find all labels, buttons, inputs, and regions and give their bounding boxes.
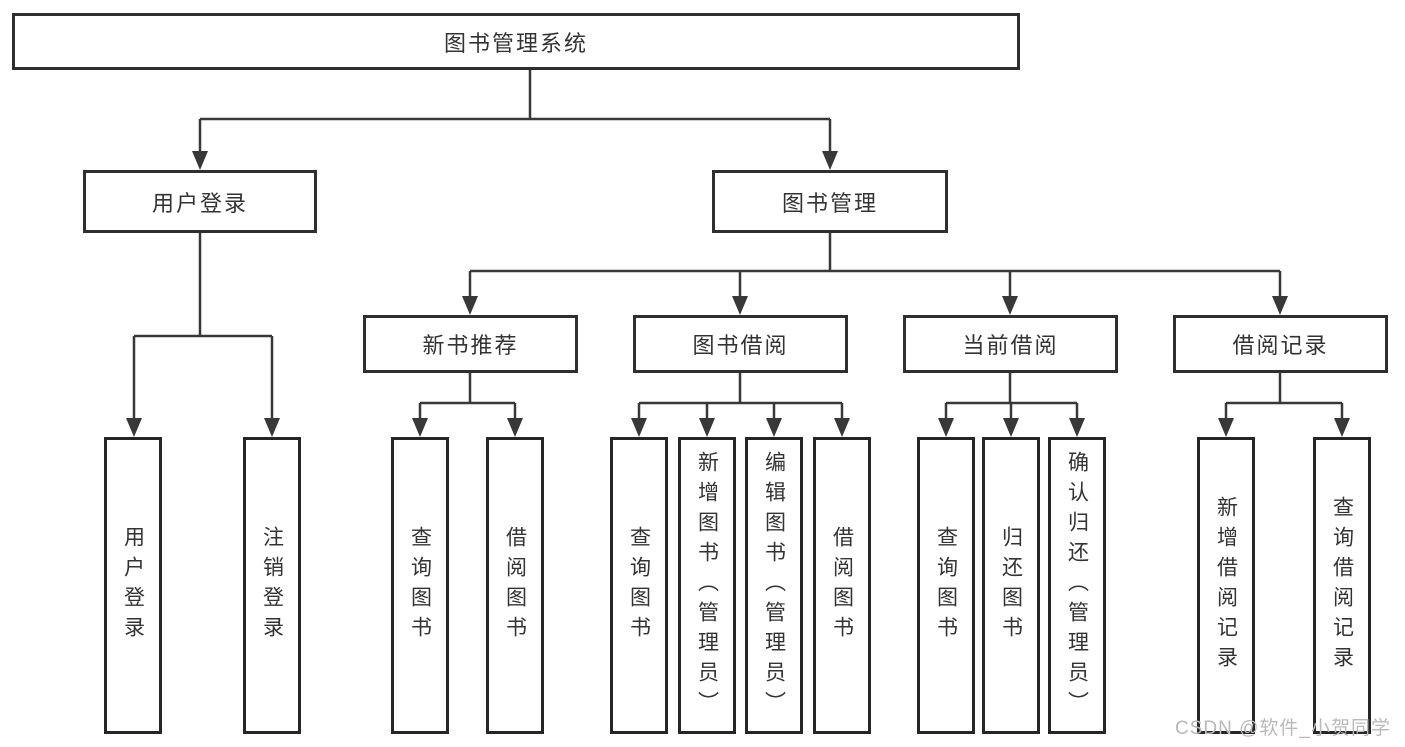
leaf-borrow-books-recommend-label: 借阅图书 (503, 525, 527, 646)
edge-userlogin-to-leaves (132, 233, 274, 421)
leaf-query-books-current: 查询图书 (917, 437, 975, 734)
arrowhead-down (1002, 296, 1018, 315)
leaf-logout-label: 注销登录 (260, 525, 284, 646)
leaf-borrow-books-recommend: 借阅图书 (486, 437, 544, 734)
leaf-query-borrow-record-label: 查询借阅记录 (1330, 495, 1354, 676)
node-current-borrow-label: 当前借阅 (962, 333, 1059, 358)
arrowhead-down (631, 418, 647, 437)
node-book-management: 图书管理 (712, 170, 948, 233)
edge-newbookrec-to-leaves (418, 373, 517, 421)
leaf-add-borrow-record: 新增借阅记录 (1197, 437, 1255, 734)
edge-root-to-level2 (198, 70, 832, 154)
leaf-user-login-label: 用户登录 (121, 525, 145, 646)
arrowhead-down (192, 151, 208, 170)
arrowhead-down (834, 418, 850, 437)
node-user-login-label: 用户登录 (151, 190, 248, 216)
edge-borrowrecords-to-leaves (1224, 373, 1344, 421)
leaf-query-borrow-record: 查询借阅记录 (1313, 437, 1371, 734)
leaf-add-borrow-record-label: 新增借阅记录 (1214, 495, 1238, 676)
arrowhead-down (1272, 296, 1288, 315)
arrowhead-down (126, 418, 142, 437)
arrowhead-down (1003, 418, 1019, 437)
node-book-borrow-label: 图书借阅 (692, 333, 789, 358)
leaf-add-book-admin: 新增图书（管理员） (678, 437, 736, 734)
node-root-system-label: 图书管理系统 (443, 30, 588, 56)
arrowhead-down (766, 418, 782, 437)
edge-currentborrow-to-leaves (944, 373, 1079, 421)
leaf-query-books-current-label: 查询图书 (934, 525, 958, 646)
edge-bookmgmt-to-level3 (468, 233, 1282, 299)
arrowhead-down (732, 296, 748, 315)
leaf-query-books-borrow-label: 查询图书 (627, 525, 651, 646)
node-borrow-records: 借阅记录 (1173, 315, 1388, 373)
leaf-confirm-return-admin-label: 确认归还（管理员） (1065, 450, 1089, 721)
arrowhead-down (822, 151, 838, 170)
arrowhead-down (1069, 418, 1085, 437)
arrowhead-down (264, 418, 280, 437)
arrowhead-down (699, 418, 715, 437)
node-root-system: 图书管理系统 (12, 13, 1020, 70)
node-book-management-label: 图书管理 (781, 190, 878, 216)
leaf-query-books-borrow: 查询图书 (610, 437, 668, 734)
leaf-return-book-label: 归还图书 (999, 525, 1023, 646)
leaf-edit-book-admin: 编辑图书（管理员） (745, 437, 803, 734)
watermark: CSDN @软件_小贺同学 (1175, 718, 1391, 739)
node-current-borrow: 当前借阅 (903, 315, 1118, 373)
arrowhead-down (938, 418, 954, 437)
arrowhead-down (412, 418, 428, 437)
leaf-return-book: 归还图书 (982, 437, 1040, 734)
node-new-book-recommend-label: 新书推荐 (422, 333, 519, 358)
edge-bookborrow-to-leaves (637, 373, 844, 421)
leaf-query-books-recommend-label: 查询图书 (408, 525, 432, 646)
node-user-login: 用户登录 (83, 170, 317, 233)
leaf-borrow-books-borrow: 借阅图书 (813, 437, 871, 734)
leaf-add-book-admin-label: 新增图书（管理员） (695, 450, 719, 721)
arrowhead-down (462, 296, 478, 315)
node-book-borrow: 图书借阅 (633, 315, 848, 373)
arrowhead-down (1334, 418, 1350, 437)
leaf-logout: 注销登录 (243, 437, 301, 734)
leaf-query-books-recommend: 查询图书 (391, 437, 449, 734)
node-new-book-recommend: 新书推荐 (363, 315, 578, 373)
leaf-borrow-books-borrow-label: 借阅图书 (830, 525, 854, 646)
leaf-user-login: 用户登录 (104, 437, 162, 734)
arrowhead-down (1218, 418, 1234, 437)
node-borrow-records-label: 借阅记录 (1232, 333, 1329, 358)
leaf-confirm-return-admin: 确认归还（管理员） (1048, 437, 1106, 734)
leaf-edit-book-admin-label: 编辑图书（管理员） (762, 450, 786, 721)
arrowhead-down (507, 418, 523, 437)
